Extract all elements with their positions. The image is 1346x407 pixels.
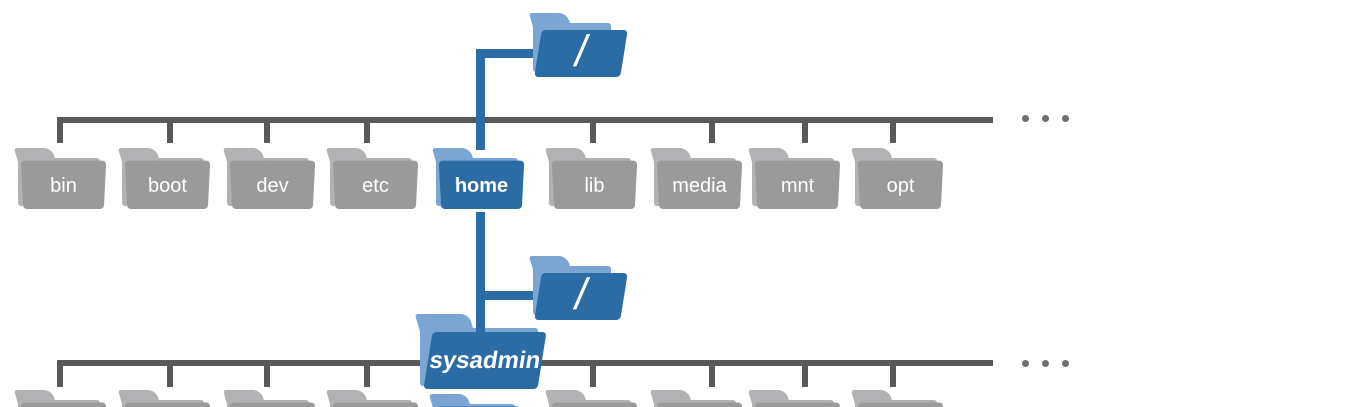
level2-stub: [57, 360, 63, 387]
folder-front: opt: [857, 160, 944, 210]
folder-label: opt: [886, 174, 915, 197]
folder-front: home: [438, 160, 525, 210]
level1-stub: [364, 117, 370, 143]
folder-front: [656, 402, 743, 407]
dot-icon: [1022, 360, 1029, 367]
folder-front: bin: [20, 160, 107, 210]
folder-dev: dev: [227, 148, 316, 212]
level1-stub: [802, 117, 808, 143]
folder-label: mnt: [780, 174, 815, 197]
folder-front: boot: [124, 160, 211, 210]
level1-stub: [167, 117, 173, 143]
folder-root: /: [533, 14, 628, 78]
folder-label: boot: [147, 174, 188, 197]
folder-front: /: [534, 269, 628, 320]
folder-home-root: /: [533, 257, 628, 321]
folder-lib: lib: [549, 148, 638, 212]
folder-cutoff: [855, 390, 944, 407]
home-connector-horizontal: [480, 291, 538, 300]
folder-label: sysadmin: [427, 346, 543, 374]
folder-media: media: [654, 148, 743, 212]
level1-stub: [57, 117, 63, 143]
level1-stub: [590, 117, 596, 143]
folder-cutoff: [549, 390, 638, 407]
folder-front: [754, 402, 841, 407]
folder-front: [229, 402, 316, 407]
folder-front: /: [534, 26, 628, 77]
folder-front: media: [656, 160, 743, 210]
dot-icon: [1042, 360, 1049, 367]
folder-opt: opt: [855, 148, 944, 212]
folder-cutoff: [122, 390, 211, 407]
level2-stub: [167, 360, 173, 387]
folder-label: /: [571, 269, 592, 319]
level2-stub: [264, 360, 270, 387]
folder-sysadmin: sysadmin: [418, 312, 551, 392]
dot-icon: [1062, 115, 1069, 122]
dot-icon: [1022, 115, 1029, 122]
folder-label: etc: [361, 174, 390, 197]
level1-stub: [890, 117, 896, 143]
folder-bin: bin: [18, 148, 107, 212]
root-connector-vertical: [476, 49, 485, 150]
folder-front: mnt: [754, 160, 841, 210]
level2-stub: [802, 360, 808, 387]
folder-mnt: mnt: [752, 148, 841, 212]
folder-front: [551, 402, 638, 407]
folder-front: [332, 402, 419, 407]
folder-front: etc: [332, 160, 419, 210]
dot-icon: [1062, 360, 1069, 367]
folder-front: lib: [551, 160, 638, 210]
folder-etc: etc: [330, 148, 419, 212]
folder-front: [20, 402, 107, 407]
folder-back: [433, 404, 515, 407]
folder-cutoff: [227, 390, 316, 407]
folder-label: /: [571, 26, 592, 76]
level2-stub: [590, 360, 596, 387]
folder-label: media: [671, 174, 728, 197]
level2-stub: [364, 360, 370, 387]
folder-front: [124, 402, 211, 407]
ellipsis-dots: [1022, 115, 1069, 122]
folder-cutoff: [654, 390, 743, 407]
folder-front: [857, 402, 944, 407]
folder-front: sysadmin: [423, 332, 547, 389]
level1-stub: [709, 117, 715, 143]
folder-boot: boot: [122, 148, 211, 212]
folder-label: home: [454, 174, 509, 197]
folder-label: dev: [256, 174, 289, 197]
level1-rail: [57, 117, 993, 123]
folder-cutoff: [330, 390, 419, 407]
level1-stub: [264, 117, 270, 143]
folder-front: dev: [229, 160, 316, 210]
folder-cutoff: [752, 390, 841, 407]
ellipsis-dots: [1022, 360, 1069, 367]
folder-label: lib: [584, 174, 605, 197]
folder-label: bin: [49, 174, 78, 197]
folder-cutoff: [18, 390, 107, 407]
level2-stub: [709, 360, 715, 387]
dot-icon: [1042, 115, 1049, 122]
home-connector-vertical: [476, 212, 485, 334]
folder-cutoff-blue: [433, 394, 522, 407]
folder-home: home: [436, 148, 525, 212]
root-connector-horizontal: [476, 49, 540, 58]
level2-stub: [890, 360, 896, 387]
